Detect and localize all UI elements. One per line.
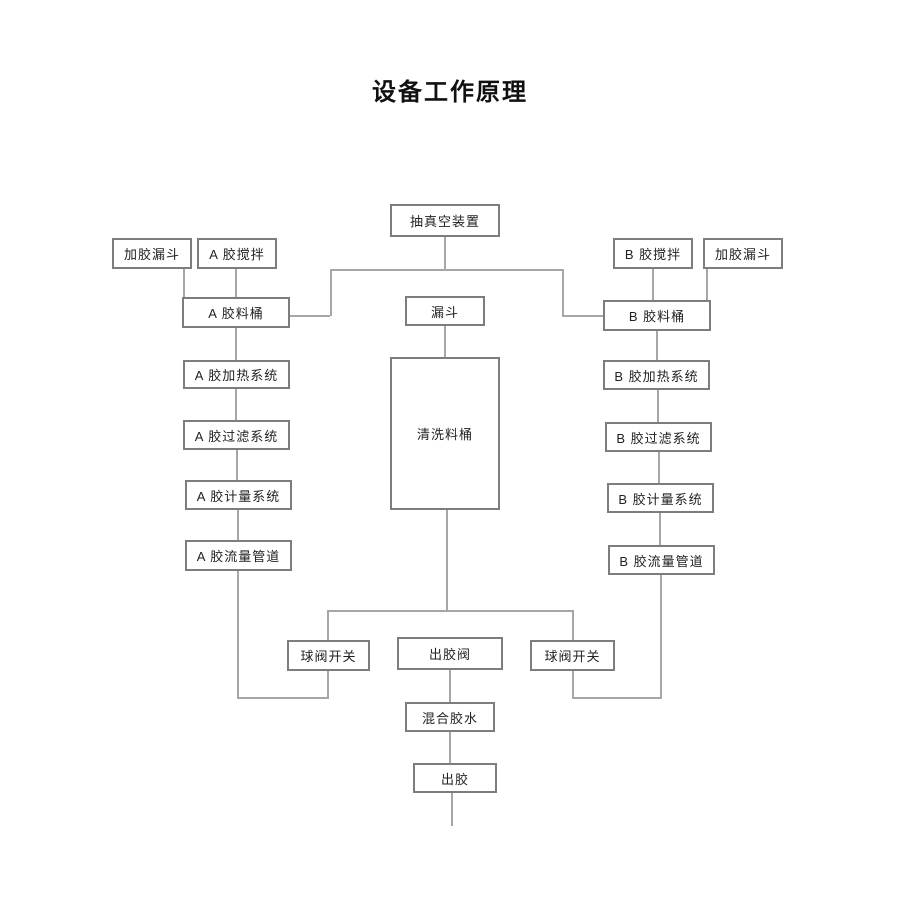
connector-line bbox=[235, 327, 237, 361]
connector-line bbox=[235, 388, 237, 421]
node-barrel-b: B 胶料桶 bbox=[603, 300, 711, 331]
connector-line bbox=[449, 669, 451, 703]
connector-line bbox=[327, 610, 574, 612]
connector-line bbox=[444, 237, 446, 270]
connector-line bbox=[183, 268, 185, 298]
node-stir-b: B 胶搅拌 bbox=[613, 238, 693, 269]
connector-line bbox=[572, 610, 574, 641]
connector-line bbox=[446, 509, 448, 611]
connector-line bbox=[290, 315, 330, 317]
node-flow-pipe-b: B 胶流量管道 bbox=[608, 545, 715, 575]
connector-line bbox=[658, 451, 660, 484]
node-metering-a: A 胶计量系统 bbox=[185, 480, 292, 510]
connector-line bbox=[449, 731, 451, 764]
connector-line bbox=[706, 268, 708, 301]
connector-line bbox=[237, 570, 239, 699]
node-glue-outlet-valve: 出胶阀 bbox=[397, 637, 503, 670]
node-filter-b: B 胶过滤系统 bbox=[605, 422, 712, 452]
node-funnel: 漏斗 bbox=[405, 296, 485, 326]
node-vacuum-device: 抽真空装置 bbox=[390, 204, 500, 237]
node-glue-hopper-right: 加胶漏斗 bbox=[703, 238, 783, 269]
connector-line bbox=[572, 670, 574, 699]
connector-line bbox=[562, 315, 603, 317]
connector-line bbox=[656, 330, 658, 361]
connector-line bbox=[652, 268, 654, 301]
connector-line bbox=[330, 269, 564, 271]
node-ball-valve-right: 球阀开关 bbox=[530, 640, 615, 671]
node-barrel-a: A 胶料桶 bbox=[182, 297, 290, 328]
node-glue-out: 出胶 bbox=[413, 763, 497, 793]
node-filter-a: A 胶过滤系统 bbox=[183, 420, 290, 450]
node-metering-b: B 胶计量系统 bbox=[607, 483, 714, 513]
node-ball-valve-left: 球阀开关 bbox=[287, 640, 370, 671]
connector-line bbox=[659, 512, 661, 546]
node-heating-a: A 胶加热系统 bbox=[183, 360, 290, 389]
connector-line bbox=[451, 792, 453, 826]
connector-line bbox=[237, 697, 329, 699]
node-glue-hopper-left: 加胶漏斗 bbox=[112, 238, 192, 269]
connector-line bbox=[444, 325, 446, 358]
connector-line bbox=[657, 389, 659, 423]
connector-line bbox=[330, 269, 332, 316]
connector-line bbox=[572, 697, 662, 699]
node-flow-pipe-a: A 胶流量管道 bbox=[185, 540, 292, 571]
connector-line bbox=[562, 269, 564, 316]
connector-line bbox=[237, 509, 239, 541]
connector-line bbox=[327, 610, 329, 641]
node-heating-b: B 胶加热系统 bbox=[603, 360, 710, 390]
page-title: 设备工作原理 bbox=[372, 79, 528, 106]
node-cleaning-barrel: 清洗料桶 bbox=[390, 357, 500, 510]
connector-line bbox=[327, 670, 329, 699]
node-stir-a: A 胶搅拌 bbox=[197, 238, 277, 269]
node-mixed-glue: 混合胶水 bbox=[405, 702, 495, 732]
connector-line bbox=[235, 268, 237, 298]
connector-line bbox=[660, 574, 662, 699]
connector-line bbox=[236, 449, 238, 481]
